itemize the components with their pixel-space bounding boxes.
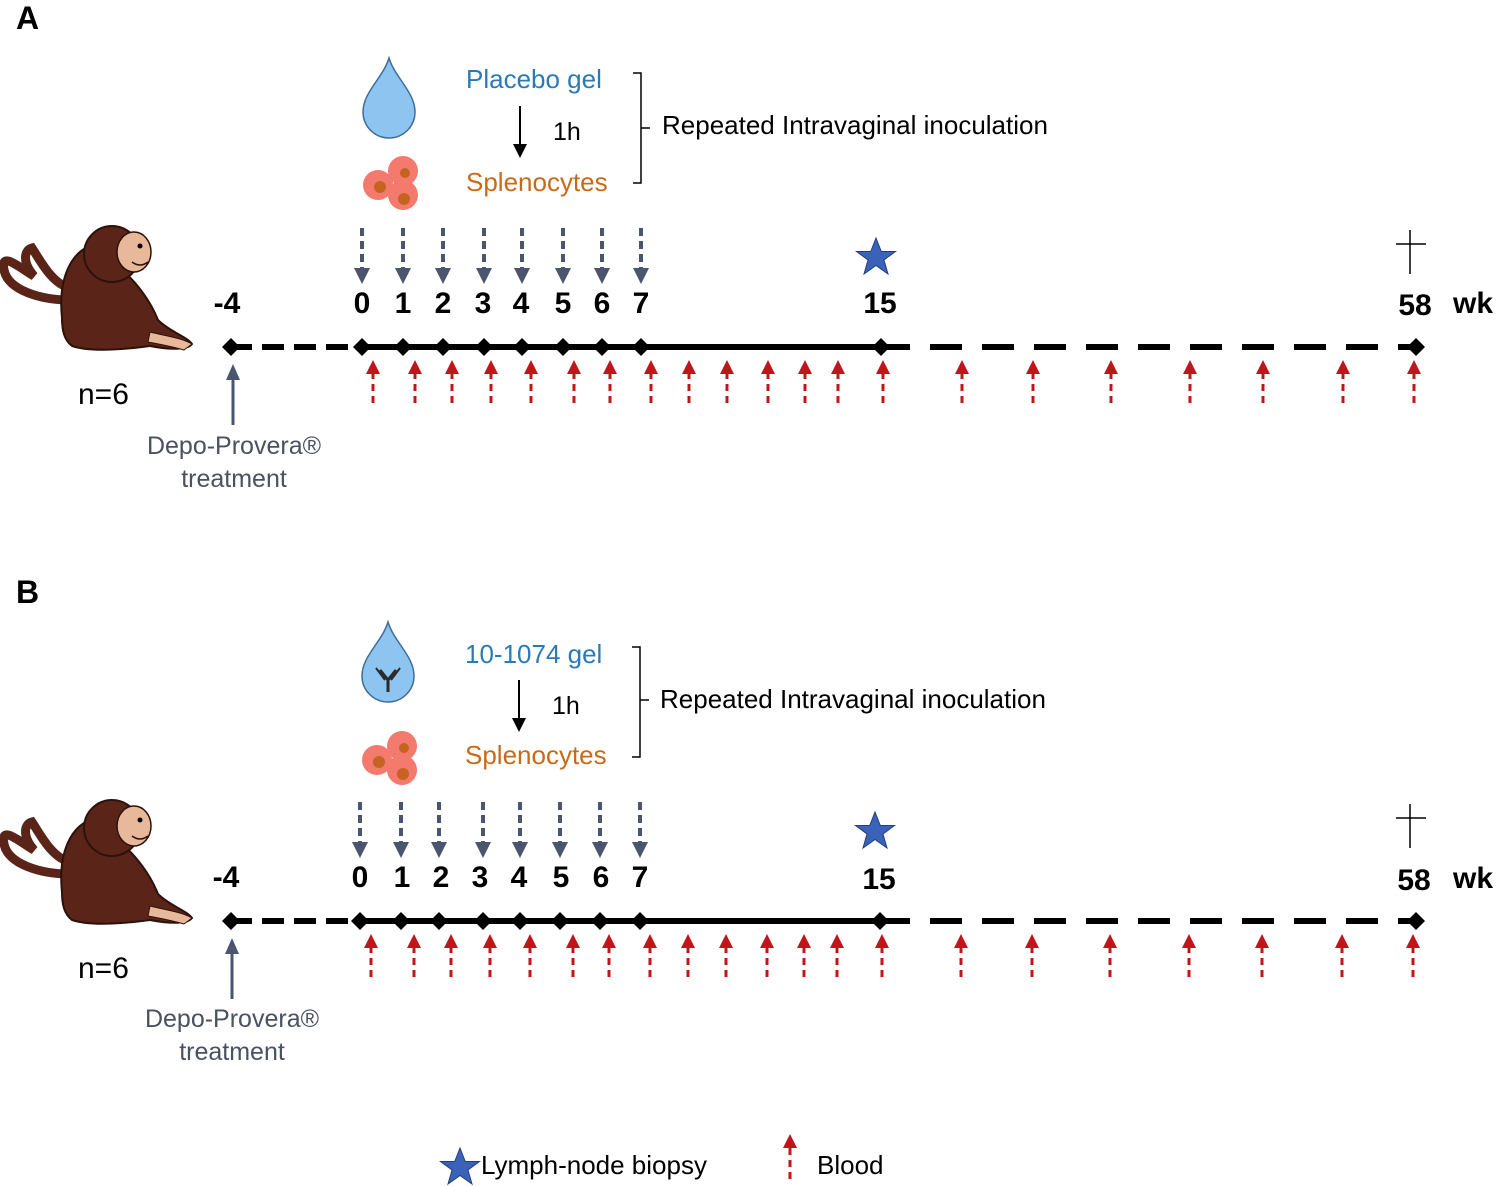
blood-arrowheads bbox=[364, 934, 1420, 948]
week-label: 5 bbox=[554, 287, 572, 320]
interval-label: 1h bbox=[552, 692, 580, 720]
week-label: 4 bbox=[512, 287, 530, 320]
week-label: -4 bbox=[213, 287, 241, 320]
panel-letter: B bbox=[16, 574, 40, 610]
week-label: 6 bbox=[593, 287, 611, 320]
monkey-illustration bbox=[0, 799, 194, 925]
week-label: 7 bbox=[631, 861, 649, 894]
monkey-illustration bbox=[0, 225, 194, 351]
week-label: -4 bbox=[212, 861, 240, 894]
splenocytes-label: Splenocytes bbox=[466, 167, 608, 197]
inoculation-arrows bbox=[358, 802, 642, 844]
interval-label: 1h bbox=[553, 118, 581, 146]
inoculation-arrowheads bbox=[354, 268, 649, 284]
endpoint-cross-icon bbox=[1396, 230, 1426, 274]
panel-b: B bbox=[0, 574, 1500, 1149]
group-size-label: n=6 bbox=[78, 378, 129, 411]
biopsy-star-icon bbox=[854, 236, 898, 276]
bracket bbox=[633, 72, 650, 184]
treatment-label-line1: Depo-Provera® bbox=[144, 1005, 320, 1033]
legend-biopsy-label: Lymph-node biopsy bbox=[481, 1150, 707, 1180]
week-label: 3 bbox=[471, 861, 489, 894]
week-label: 6 bbox=[592, 861, 610, 894]
legend-blood-label: Blood bbox=[817, 1150, 884, 1180]
procedure-label: Repeated Intravaginal inoculation bbox=[660, 684, 1046, 714]
week-label: 2 bbox=[432, 861, 450, 894]
week-label: 58 bbox=[1398, 289, 1432, 322]
treatment-arrow bbox=[225, 938, 239, 999]
timeline bbox=[222, 338, 1425, 356]
endpoint-cross-icon bbox=[1396, 804, 1426, 848]
blood-arrows bbox=[371, 372, 1416, 408]
treatment-label-line1: Depo-Provera® bbox=[146, 432, 322, 460]
week-label: 15 bbox=[863, 287, 897, 320]
panel-a: A bbox=[0, 0, 1500, 575]
procedure-label: Repeated Intravaginal inoculation bbox=[662, 110, 1048, 140]
week-label: 58 bbox=[1397, 864, 1431, 897]
interval-arrow bbox=[513, 106, 527, 158]
inoculation-arrowheads bbox=[352, 842, 648, 858]
legend-star-icon bbox=[438, 1146, 482, 1186]
blood-arrows bbox=[369, 946, 1415, 982]
unit-label: wk bbox=[1453, 862, 1494, 895]
gel-label: 10-1074 gel bbox=[465, 639, 603, 669]
week-label: 1 bbox=[394, 287, 412, 320]
timeline-graphics bbox=[0, 55, 1426, 425]
week-label: 5 bbox=[552, 861, 570, 894]
blood-arrowheads bbox=[366, 360, 1421, 374]
week-label: 1 bbox=[393, 861, 411, 894]
timepoint-markers bbox=[222, 912, 1425, 930]
week-label: 7 bbox=[632, 287, 650, 320]
inoculation-arrows bbox=[360, 228, 643, 270]
week-label: 0 bbox=[353, 287, 371, 320]
group-size-label: n=6 bbox=[78, 952, 129, 985]
week-label: 0 bbox=[351, 861, 369, 894]
unit-label: wk bbox=[1453, 287, 1494, 320]
splenocytes-icon bbox=[362, 731, 417, 785]
bracket bbox=[632, 646, 649, 758]
biopsy-star-icon bbox=[853, 810, 897, 850]
panel-letter: A bbox=[16, 0, 40, 36]
splenocytes-label: Splenocytes bbox=[465, 740, 607, 770]
treatment-label: Depo-Provera® treatment bbox=[124, 430, 344, 496]
interval-arrow bbox=[512, 680, 526, 732]
drop-icon bbox=[362, 55, 416, 139]
treatment-arrow bbox=[226, 364, 240, 425]
treatment-label-line2: treatment bbox=[181, 465, 287, 493]
week-label: 4 bbox=[510, 861, 528, 894]
timepoint-markers bbox=[222, 338, 1425, 356]
week-label: 3 bbox=[474, 287, 492, 320]
week-label: 15 bbox=[862, 863, 896, 896]
timeline-graphics bbox=[0, 619, 1426, 999]
treatment-label-line2: treatment bbox=[179, 1038, 285, 1066]
treatment-label: Depo-Provera® treatment bbox=[122, 1003, 342, 1069]
timeline bbox=[222, 912, 1425, 930]
antibody-drop-icon bbox=[361, 619, 415, 703]
gel-label: Placebo gel bbox=[466, 64, 602, 94]
week-label: 2 bbox=[434, 287, 452, 320]
legend-blood-arrow-icon bbox=[783, 1134, 797, 1184]
splenocytes-icon bbox=[363, 156, 418, 210]
